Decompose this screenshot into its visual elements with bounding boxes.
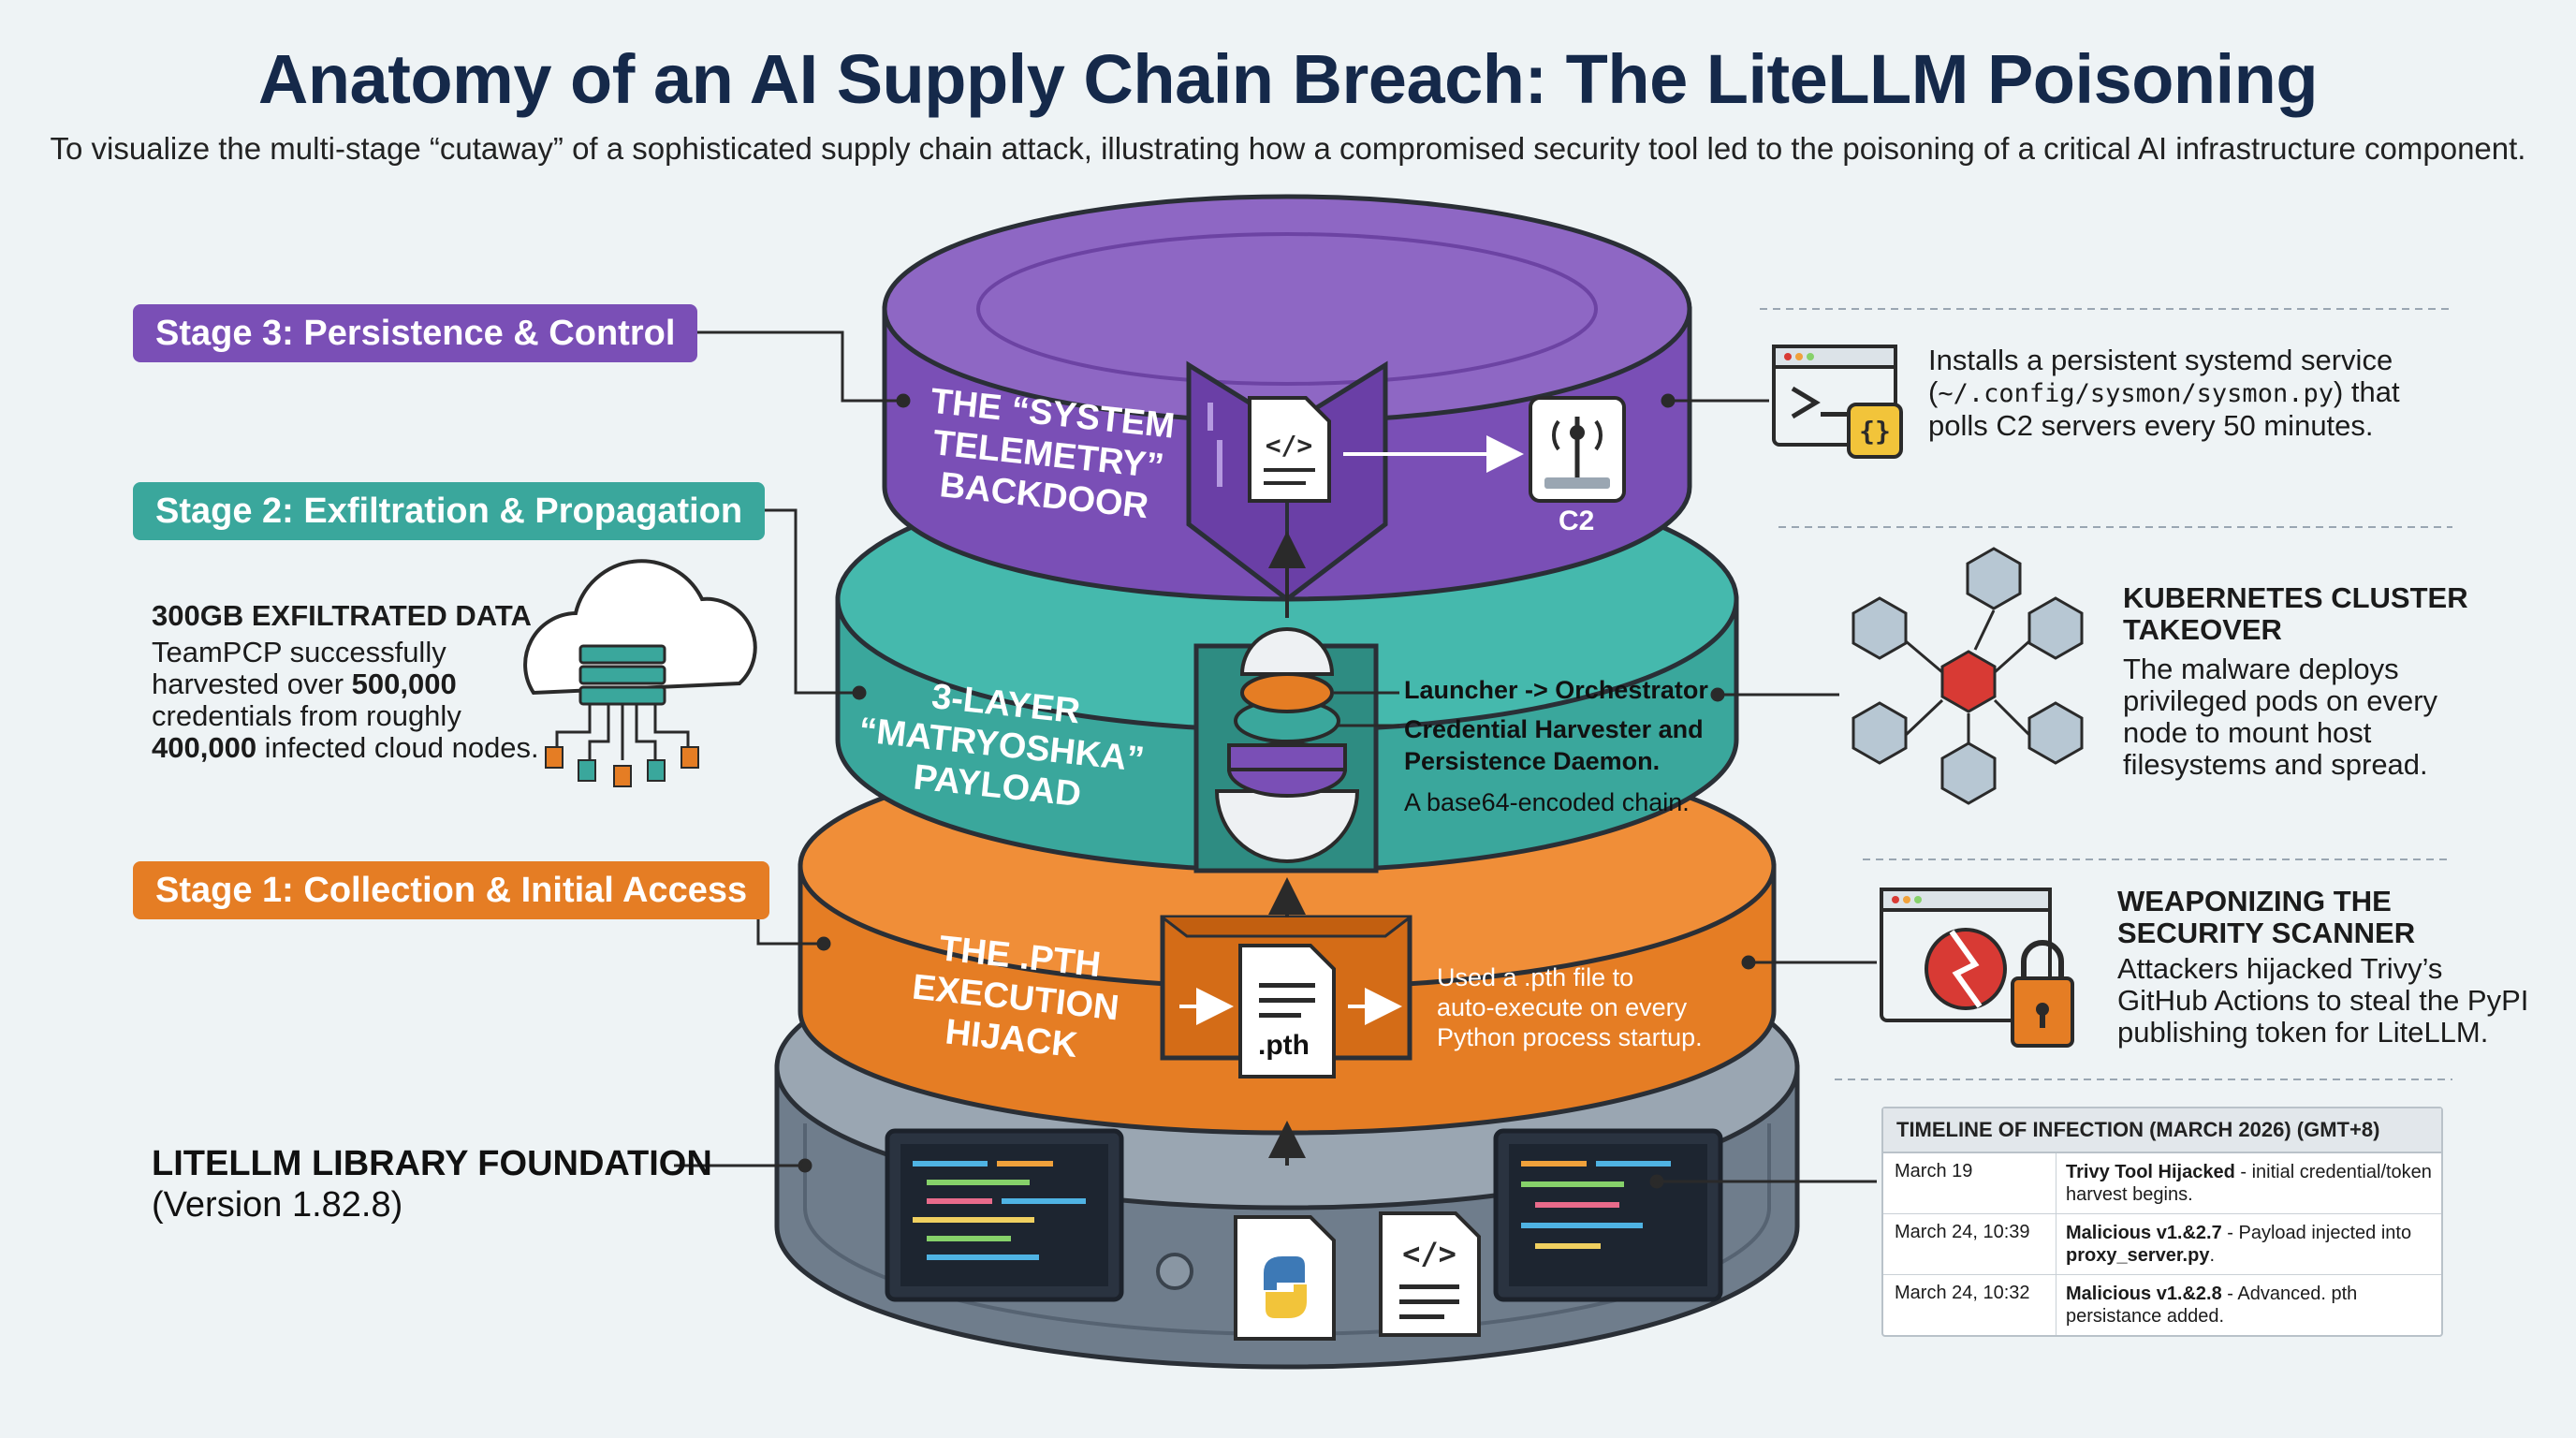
matryoshka-egg-icon — [1214, 627, 1360, 863]
timeline-event-bold: Malicious v1.&2.7 — [2066, 1223, 2222, 1243]
timeline-date: March 19 — [1883, 1153, 2056, 1213]
timeline-event-bold: Malicious v1.&2.8 — [2066, 1284, 2222, 1304]
timeline-row: March 19 Trivy Tool Hijacked - initial c… — [1883, 1153, 2441, 1214]
backdoor-layer-title: THE “SYSTEM TELEMETRY” BACKDOOR — [929, 381, 1177, 527]
exfil-nodes-count: 400,000 — [152, 731, 257, 764]
pth-description: Used a .pth file to auto-execute on ever… — [1437, 963, 1703, 1051]
timeline-event-text: - Payload injected into — [2221, 1223, 2412, 1243]
persist-line-3: polls C2 servers every 50 minutes. — [1928, 409, 2374, 442]
timeline-event-bold: Trivy Tool Hijacked — [2066, 1162, 2235, 1182]
foundation-title: LITELLM LIBRARY FOUNDATION — [152, 1144, 712, 1183]
timeline-date: March 24, 10:32 — [1883, 1275, 2056, 1335]
c2-label: C2 — [1559, 506, 1595, 536]
timeline-row: March 24, 10:32 Malicious v1.&2.8 - Adva… — [1883, 1275, 2441, 1335]
timeline-event: Trivy Tool Hijacked - initial credential… — [2056, 1153, 2441, 1213]
exfil-credentials-count: 500,000 — [351, 668, 457, 700]
code-document-icon: </> — [1248, 396, 1331, 503]
pth-file-icon — [1238, 944, 1336, 1078]
infection-timeline-table: TIMELINE OF INFECTION (MARCH 2026) (GMT+… — [1881, 1107, 2443, 1337]
payload-harvester-text: Credential Harvester and Persistence Dae… — [1404, 715, 1704, 775]
timeline-header: TIMELINE OF INFECTION (MARCH 2026) (GMT+… — [1883, 1108, 2441, 1153]
pth-file-label: .pth — [1258, 1030, 1310, 1061]
timeline-event: Malicious v1.&2.8 - Advanced. pth persis… — [2056, 1275, 2441, 1335]
svg-text:</>: </> — [1402, 1236, 1456, 1271]
stage2-label: Stage 2: Exfiltration & Propagation — [133, 482, 766, 540]
persist-line-1: Installs a persistent systemd service — [1928, 344, 2393, 376]
persist-line-2-close: ) that — [2333, 375, 2400, 408]
terminal-icon: {} — [1772, 345, 1903, 459]
code-screen-left — [885, 1128, 1124, 1302]
timeline-event: Malicious v1.&2.7 - Payload injected int… — [2056, 1214, 2441, 1274]
timeline-row: March 24, 10:39 Malicious v1.&2.7 - Payl… — [1883, 1214, 2441, 1275]
stage3-label: Stage 3: Persistence & Control — [133, 304, 698, 362]
timeline-event-end: . — [2209, 1245, 2215, 1266]
exfil-line-3: credentials from roughly — [152, 699, 461, 732]
weapon-body: Attackers hijacked Trivy’s GitHub Action… — [2117, 952, 2529, 1049]
timeline-date: March 24, 10:39 — [1883, 1214, 2056, 1274]
foundation-layer: </> — [774, 924, 1800, 1370]
payload-launcher-text: Launcher -> Orchestrator — [1404, 676, 1708, 704]
timeline-event-file: proxy_server.py — [2066, 1245, 2210, 1266]
exfil-line-2: harvested over 500,000 — [152, 668, 539, 700]
exfil-line-1: TeamPCP successfully — [152, 636, 446, 668]
purple-layer: </> — [882, 194, 1692, 603]
c2-server-icon — [1529, 396, 1626, 503]
broken-scanner-lock-icon — [1880, 888, 2074, 1048]
timeline-event-text: - Advanced. pth persistance added. — [2066, 1284, 2358, 1327]
persistence-description: Installs a persistent systemd service (~… — [1928, 345, 2400, 442]
exfil-line-4: 400,000 infected cloud nodes. — [152, 732, 539, 764]
payload-chain-text: A base64-encoded chain. — [1404, 788, 1690, 816]
exfil-line-2-text: harvested over — [152, 668, 352, 700]
k8s-body: The malware deploys privileged pods on e… — [2123, 653, 2438, 781]
persist-path: ~/.config/sysmon/sysmon.py — [1938, 379, 2334, 408]
persist-line-2-open: ( — [1928, 375, 1939, 408]
weapon-title: WEAPONIZING THE SECURITY SCANNER — [2117, 885, 2416, 949]
page-subtitle: To visualize the multi-stage “cutaway” o… — [50, 131, 2526, 166]
exfil-title: 300GB EXFILTRATED DATA — [152, 599, 532, 632]
page-title: Anatomy of an AI Supply Chain Breach: Th… — [257, 40, 2319, 118]
code-file-icon: </> — [1379, 1211, 1481, 1337]
svg-text:</>: </> — [1266, 430, 1313, 461]
stage1-label: Stage 1: Collection & Initial Access — [133, 861, 770, 919]
python-file-icon — [1234, 1215, 1336, 1341]
exfil-body: TeamPCP successfully harvested over 500,… — [152, 637, 539, 764]
timeline-event-text: - initial credential/token harvest begin… — [2066, 1162, 2432, 1205]
exfil-line-4-text: infected cloud nodes. — [256, 731, 539, 764]
cloud-server-icon — [523, 559, 757, 787]
svg-text:{}: {} — [1859, 416, 1891, 447]
kubernetes-cluster-icon — [1852, 547, 2084, 805]
k8s-title: KUBERNETES CLUSTER TAKEOVER — [2123, 581, 2468, 646]
foundation-version: (Version 1.82.8) — [152, 1185, 403, 1225]
dashed-dividers — [1760, 308, 2452, 1080]
persist-line-2: (~/.config/sysmon/sysmon.py) that — [1928, 376, 2400, 410]
code-screen-right — [1493, 1128, 1723, 1302]
